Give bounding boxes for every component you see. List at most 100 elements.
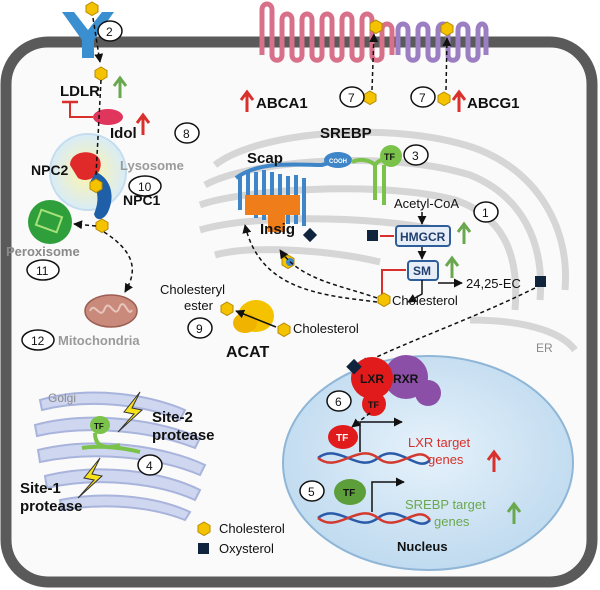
ec-label: 24,25-EC — [466, 276, 521, 291]
step-1: 1 — [482, 206, 489, 220]
cholesterol-ldl-top — [85, 1, 99, 17]
site1-lightning — [77, 457, 104, 499]
peroxisome — [28, 200, 72, 244]
abca1-transporter-b — [349, 11, 395, 63]
mitochondria-cristae — [89, 303, 133, 314]
scap-label: Scap — [247, 150, 283, 167]
legend-cholesterol-label: Cholesterol — [219, 521, 285, 536]
acetyl-coa-label: Acetyl-CoA — [394, 196, 459, 211]
sm-inhibition — [381, 269, 406, 298]
step-10: 10 — [138, 180, 152, 194]
chol-to-scap-arrow-2 — [242, 224, 378, 303]
step-7a: 7 — [348, 91, 355, 105]
golgi-srebp-tf — [90, 416, 110, 434]
lysosome-import-arrow — [95, 79, 102, 176]
lxr-tf — [362, 392, 386, 416]
legend-oxysterol-label: Oxysterol — [219, 541, 274, 556]
abca1-efflux-arrow — [369, 33, 379, 91]
ldlr-label: LDLR — [60, 83, 100, 100]
golgi-srebp — [81, 432, 141, 454]
sm-label: SM — [413, 264, 431, 278]
mitochondria-label: Mitochondria — [58, 333, 140, 348]
site2-lightning — [117, 391, 144, 433]
step-8: 8 — [183, 127, 190, 141]
step-9: 9 — [196, 322, 203, 336]
lxr-target-label-2: genes — [428, 452, 464, 467]
oxysterol-hmgcr — [367, 230, 378, 241]
ldlr-import-arrow — [92, 17, 104, 63]
srebp-tf — [380, 145, 402, 167]
nucleus-label: Nucleus — [397, 539, 448, 554]
abcg1-efflux-arrow — [442, 37, 452, 91]
idol-inhibition — [69, 102, 93, 118]
step-6: 6 — [335, 395, 342, 409]
dna-srebp — [317, 512, 432, 525]
golgi-tf-label: TF — [94, 422, 104, 431]
legend-cholesterol-icon — [197, 521, 211, 537]
lxr-tf-label: TF — [368, 400, 379, 410]
er-label: ER — [536, 341, 553, 355]
insig-protein — [245, 195, 300, 232]
cholesterol-abca1-low — [363, 90, 377, 106]
mitochondria — [84, 294, 138, 328]
abca1-label: ABCA1 — [256, 95, 308, 112]
cholesterol-ldlr — [94, 66, 108, 82]
insig-label: Insig — [260, 221, 295, 238]
dna-lxr — [317, 452, 432, 465]
srebp-transcription-arrow — [371, 477, 405, 512]
peroxisome-arrow — [73, 220, 97, 230]
oxysterol-insig — [302, 227, 318, 243]
abca1-transporter — [259, 1, 355, 63]
lxr-target-label-1: LXR target — [408, 435, 471, 450]
cholesterol-er-label: Cholesterol — [392, 293, 458, 308]
cooh-label: COOH — [329, 159, 347, 165]
npc1-label: NPC1 — [123, 192, 161, 208]
srebp-cooh-domain — [324, 152, 352, 168]
oxysterol-lxr — [346, 358, 362, 375]
hmgcr-box — [395, 225, 451, 247]
idol-label: Idol — [110, 125, 137, 142]
lxr-target-tf-label: TF — [336, 433, 348, 444]
step-11: 11 — [36, 264, 49, 278]
cholesteryl-ester — [220, 301, 234, 317]
npc2-protein — [70, 152, 101, 180]
rxr-label: RXR — [393, 372, 419, 386]
site1-label-2: protease — [20, 498, 83, 515]
site2-label-1: Site-2 — [152, 409, 193, 426]
golgi-stack — [33, 391, 207, 522]
lxr-transcription-arrow — [359, 417, 403, 452]
mitochondria-arrow — [103, 231, 134, 293]
hmgcr-label: HMGCR — [400, 230, 446, 244]
cholesterol-abca1-top — [369, 19, 383, 35]
idol-protein — [93, 109, 123, 125]
site2-label-2: protease — [152, 427, 215, 444]
step-5: 5 — [308, 485, 315, 499]
npc2-label: NPC2 — [31, 162, 69, 178]
acat-arrow — [235, 309, 277, 328]
cholesterol-lysosome — [89, 178, 103, 194]
acat-label: ACAT — [226, 344, 269, 361]
acat-enzyme-b — [233, 313, 257, 333]
cholesterol-abcg1-top — [440, 21, 454, 37]
srebp-target-label-1: SREBP target — [405, 497, 486, 512]
cholesterol-abcg1-low — [437, 91, 451, 107]
lxr-label: LXR — [360, 372, 384, 386]
step-7b: 7 — [419, 91, 426, 105]
lysosome-label: Lysosome — [120, 158, 184, 173]
cholesterol-er — [377, 292, 391, 308]
chol-to-scap-arrow — [279, 249, 378, 299]
acat-cholesterol-label: Cholesterol — [293, 321, 359, 336]
abcg1-label: ABCG1 — [467, 95, 520, 112]
lxr-target-tf — [328, 425, 358, 449]
cholesteryl-label: Cholesteryl — [160, 282, 225, 297]
srebp-tf-label: TF — [384, 152, 395, 162]
srebp-target-tf-label: TF — [343, 488, 355, 499]
cholesterol-acat-in — [277, 322, 291, 338]
oxysterol-to-lxr-arrow — [359, 287, 536, 366]
srebp-label: SREBP — [320, 125, 372, 142]
step-circles — [21, 20, 499, 502]
srebp-target-tf — [334, 479, 366, 505]
pathway-arrow-chol — [407, 280, 423, 303]
peroxisome-core — [34, 208, 64, 234]
